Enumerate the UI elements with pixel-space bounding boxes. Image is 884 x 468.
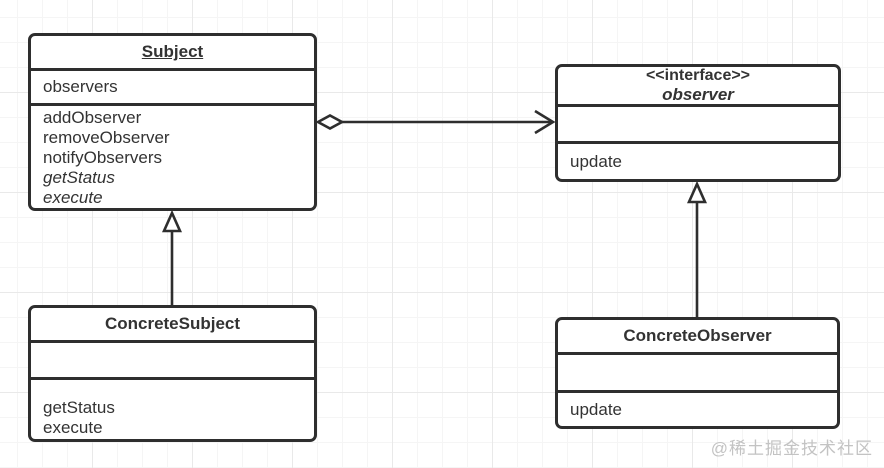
class-title-concrete-subject: ConcreteSubject bbox=[31, 308, 314, 343]
stereotype-label: <<interface>> bbox=[645, 67, 751, 84]
method: notifyObservers bbox=[43, 148, 163, 167]
class-attributes-subject: observers bbox=[31, 71, 314, 106]
method: execute bbox=[43, 418, 103, 437]
generalization-arrow-concreteobserver-observer bbox=[686, 180, 708, 318]
class-name: observer bbox=[662, 85, 734, 104]
class-name: Subject bbox=[141, 42, 204, 61]
open-arrowhead bbox=[534, 109, 556, 135]
class-methods-observer: update bbox=[558, 144, 838, 179]
attribute: observers bbox=[43, 77, 118, 96]
class-attributes-concrete-subject bbox=[31, 343, 314, 380]
method: removeObserver bbox=[43, 128, 170, 147]
hollow-triangle-arrowhead bbox=[161, 209, 183, 233]
class-name: ConcreteSubject bbox=[104, 314, 241, 333]
class-methods-concrete-observer: update bbox=[558, 393, 837, 426]
aggregation-arrow-subject-observer bbox=[315, 109, 556, 135]
method: update bbox=[570, 151, 622, 171]
abstract-method: getStatus bbox=[43, 168, 115, 187]
aggregation-diamond bbox=[315, 114, 345, 130]
generalization-arrow-concretesubject-subject bbox=[161, 209, 183, 306]
class-title-concrete-observer: ConcreteObserver bbox=[558, 320, 837, 355]
method: update bbox=[570, 399, 622, 419]
class-name: ConcreteObserver bbox=[623, 326, 772, 345]
class-box-concrete-subject: ConcreteSubject getStatus execute bbox=[28, 305, 317, 442]
class-title-observer: <<interface>> observer bbox=[558, 67, 838, 107]
class-methods-concrete-subject: getStatus execute bbox=[31, 380, 314, 439]
method: addObserver bbox=[43, 108, 142, 127]
class-methods-subject: addObserver removeObserver notifyObserve… bbox=[31, 106, 314, 208]
abstract-method: execute bbox=[43, 188, 103, 207]
hollow-triangle-arrowhead bbox=[686, 180, 708, 204]
class-box-observer-interface: <<interface>> observer update bbox=[555, 64, 841, 182]
method: getStatus bbox=[43, 398, 115, 417]
juejin-watermark: @稀土掘金技术社区 bbox=[710, 439, 873, 458]
class-title-subject: Subject bbox=[31, 36, 314, 71]
class-attributes-concrete-observer bbox=[558, 355, 837, 393]
class-box-subject: Subject observers addObserver removeObse… bbox=[28, 33, 317, 211]
class-attributes-observer bbox=[558, 107, 838, 144]
class-box-concrete-observer: ConcreteObserver update bbox=[555, 317, 840, 429]
